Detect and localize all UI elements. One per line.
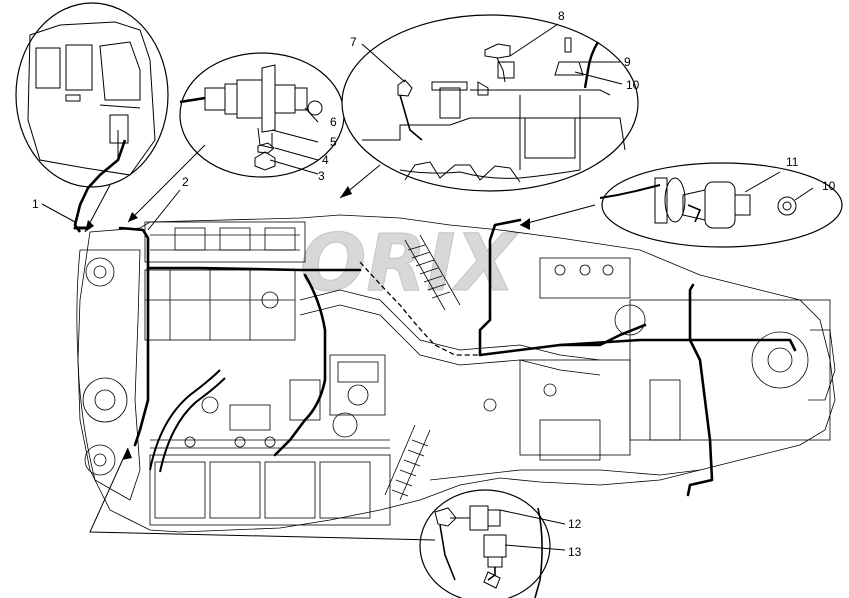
callout-1: 1 bbox=[32, 197, 39, 211]
callout-2: 2 bbox=[182, 175, 189, 189]
watermark: ORIX bbox=[300, 219, 520, 310]
callout-11: 11 bbox=[786, 155, 799, 169]
callout-12: 12 bbox=[568, 517, 582, 531]
callout-7: 7 bbox=[350, 35, 357, 49]
cab-harness-lead bbox=[73, 139, 127, 233]
watermark-text: ORIX bbox=[300, 219, 519, 309]
engine-assembly bbox=[76, 214, 836, 533]
callout-10-upper: 10 bbox=[626, 78, 640, 92]
leader-lines bbox=[41, 23, 814, 551]
callout-13: 13 bbox=[568, 545, 582, 559]
callout-5: 5 bbox=[330, 135, 337, 149]
callout-9: 9 bbox=[624, 55, 631, 69]
callout-labels: 1 2 3 4 5 6 7 8 9 10 11 10 12 13 bbox=[32, 9, 836, 559]
callout-3: 3 bbox=[318, 169, 325, 183]
pressure-inset-circle bbox=[601, 162, 843, 248]
lower-sensor-inset bbox=[419, 489, 551, 598]
sensor-inset-circle bbox=[341, 14, 639, 192]
callout-10-right: 10 bbox=[822, 179, 836, 193]
pressure-sensor-inset bbox=[599, 162, 843, 248]
cab-inset bbox=[15, 2, 169, 233]
sensor-bracket-inset bbox=[341, 14, 639, 192]
lower-inset-circle bbox=[419, 489, 551, 598]
harness-route-dashed bbox=[359, 261, 480, 356]
lower-bellows bbox=[384, 424, 431, 501]
connector-bracket-inset bbox=[179, 52, 345, 178]
callout-6: 6 bbox=[330, 115, 337, 129]
cab-inset-circle bbox=[15, 2, 169, 188]
intake-bellows bbox=[404, 234, 461, 311]
callout-4: 4 bbox=[322, 153, 329, 167]
wiring-harness bbox=[73, 218, 797, 497]
leader-arrowheads bbox=[85, 186, 530, 460]
callout-8: 8 bbox=[558, 9, 565, 23]
